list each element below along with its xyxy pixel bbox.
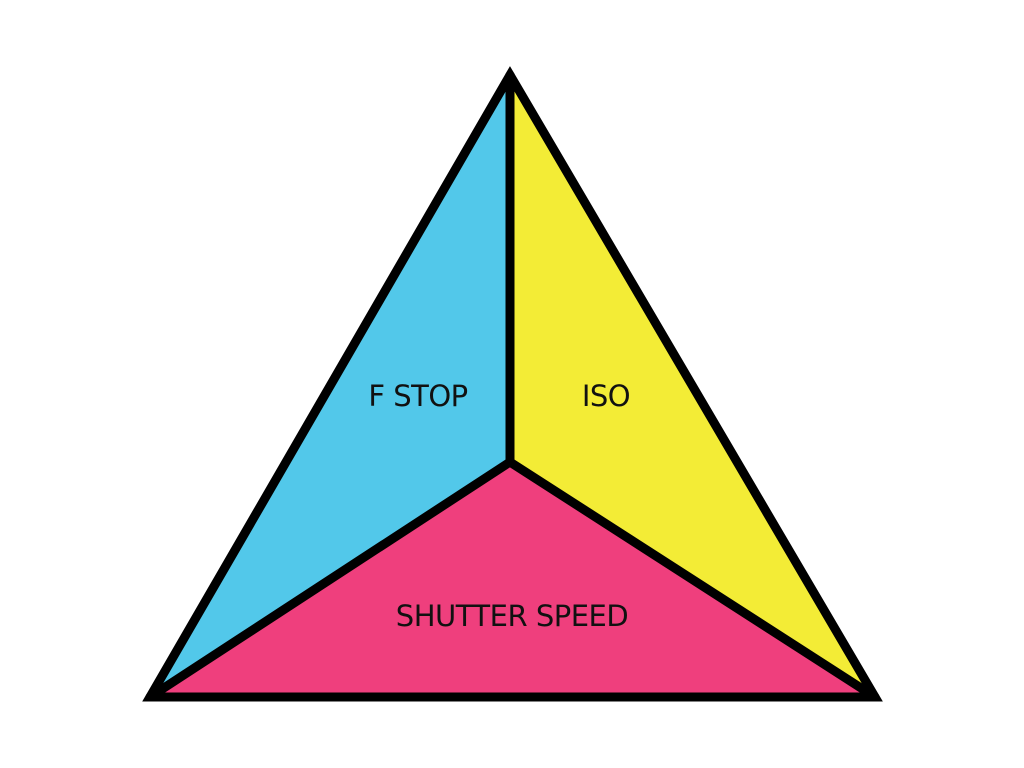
triangle-outline [142, 66, 883, 702]
divider-left [145, 457, 515, 702]
segment-shutter [150, 462, 875, 697]
label-aperture: F STOP [368, 379, 467, 413]
label-iso: ISO [582, 379, 630, 413]
divider-right [505, 457, 880, 702]
label-shutter: SHUTTER SPEED [396, 599, 628, 633]
